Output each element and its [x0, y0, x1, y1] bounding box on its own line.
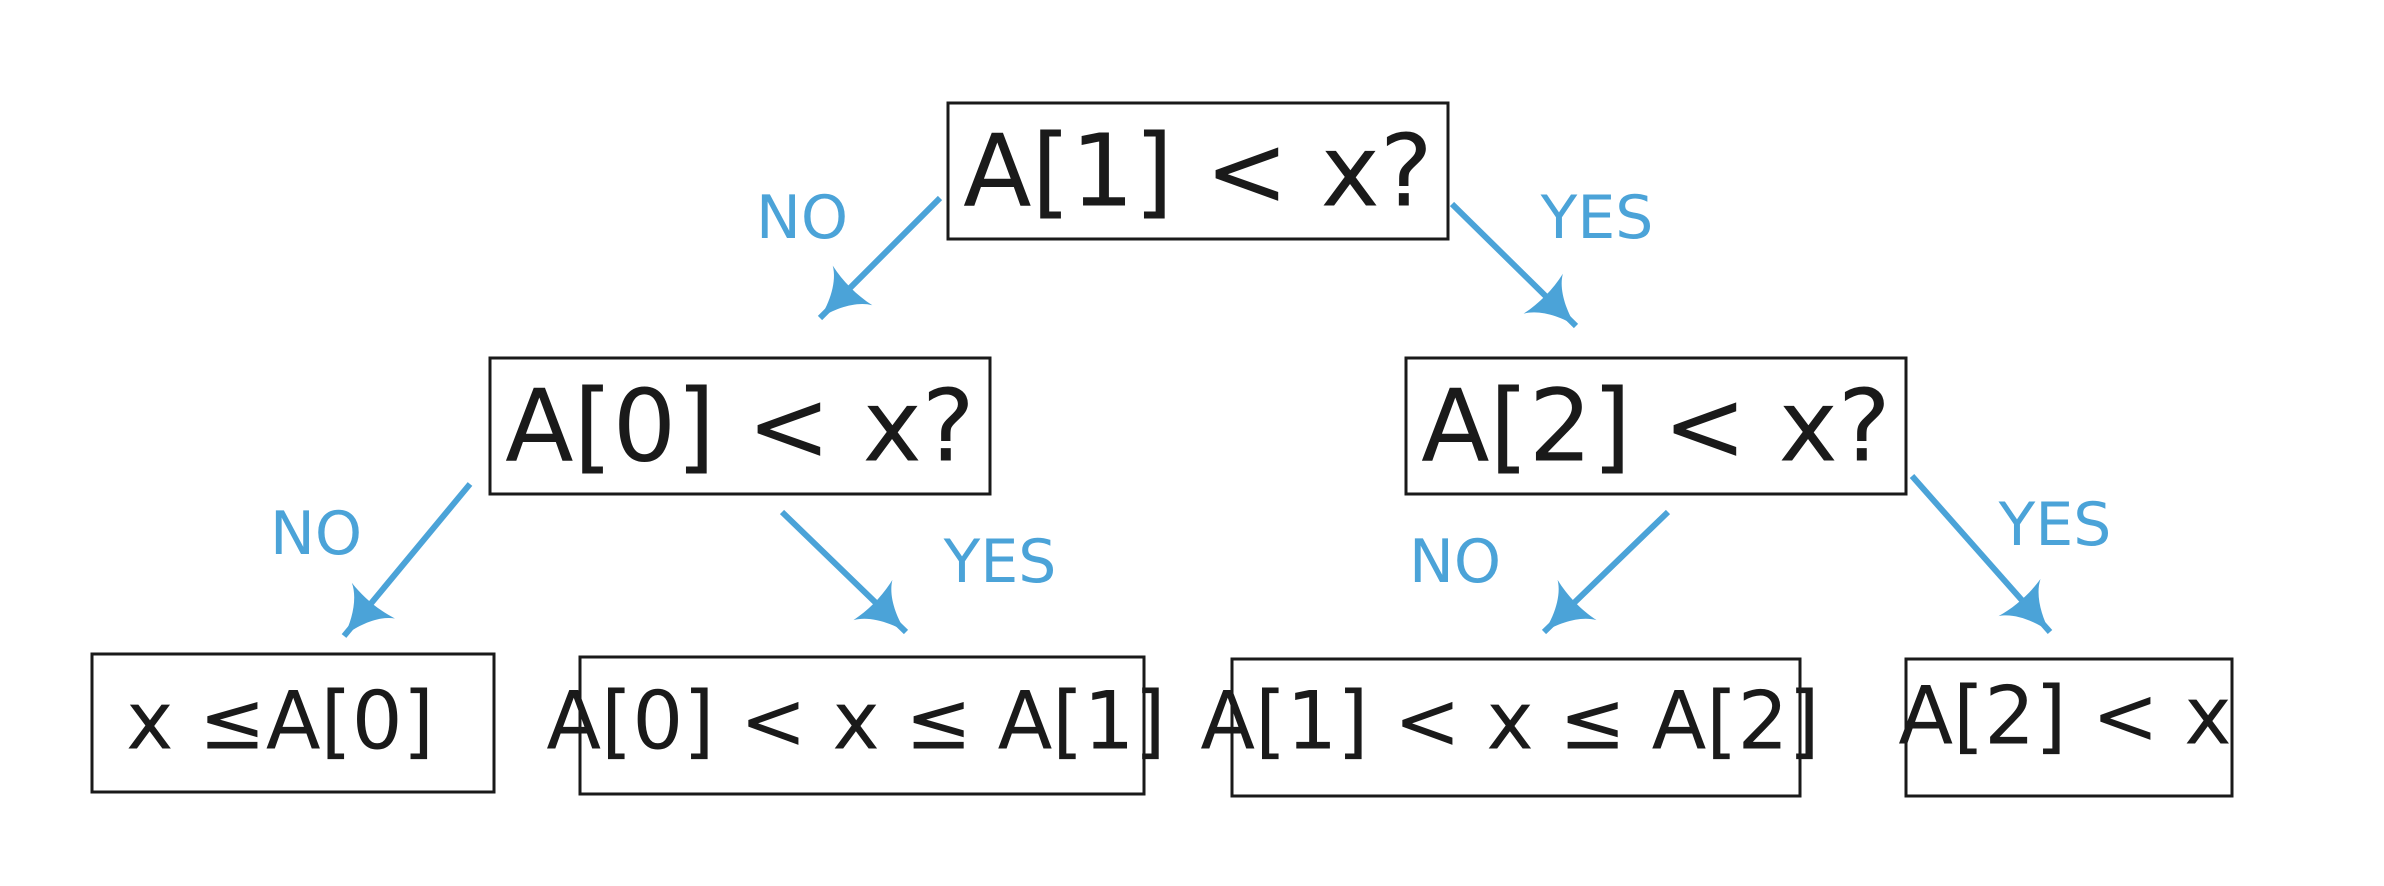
- edge-line-left-leaf1: [341, 482, 473, 638]
- edge-label-left-leaf2: YES: [943, 527, 1057, 597]
- edge-line-root-right: [1449, 201, 1579, 329]
- edge-left-leaf1: NO: [270, 482, 473, 638]
- edge-label-left-leaf1: NO: [270, 499, 362, 569]
- node-leaf3: A[1] < x ≤ A[2]: [1200, 657, 1820, 798]
- node-right-box: [1404, 356, 1908, 496]
- node-right-label: A[2] < x?: [1421, 368, 1891, 485]
- node-left-box: [488, 356, 992, 496]
- node-leaf2: A[0] < x ≤ A[1]: [546, 655, 1166, 796]
- edge-label-right-leaf4: YES: [1998, 490, 2112, 560]
- edge-left-leaf2: YES: [779, 509, 1057, 635]
- node-leaf2-box: [578, 655, 1146, 796]
- node-left: A[0] < x?: [488, 356, 992, 496]
- edge-label-right-leaf3: NO: [1409, 527, 1501, 597]
- edge-right-leaf3: NO: [1409, 509, 1671, 635]
- node-left-label: A[0] < x?: [505, 368, 975, 485]
- edge-line-right-leaf3: [1541, 509, 1671, 635]
- edge-label-root-left: NO: [756, 183, 848, 253]
- edge-label-root-right: YES: [1540, 183, 1654, 253]
- node-leaf1: x ≤A[0]: [90, 652, 496, 794]
- edge-line-left-leaf2: [779, 509, 909, 635]
- node-right: A[2] < x?: [1404, 356, 1908, 496]
- node-leaf4: A[2] < x: [1898, 657, 2234, 798]
- node-leaf4-label: A[2] < x: [1898, 670, 2231, 763]
- edge-line-right-leaf4: [1909, 474, 2053, 634]
- node-leaf1-box: [90, 652, 496, 794]
- node-leaf1-label: x ≤A[0]: [126, 675, 434, 768]
- edge-root-left: NO: [756, 183, 943, 321]
- edge-root-right: YES: [1449, 183, 1654, 329]
- node-leaf3-label: A[1] < x ≤ A[2]: [1200, 675, 1819, 768]
- edge-line-root-left: [817, 195, 943, 321]
- node-leaf4-box: [1904, 657, 2234, 798]
- node-root-label: A[1] < x?: [963, 113, 1433, 230]
- node-root: A[1] < x?: [946, 101, 1450, 241]
- node-root-box: [946, 101, 1450, 241]
- edge-right-leaf4: YES: [1909, 474, 2112, 634]
- node-leaf3-box: [1230, 657, 1802, 798]
- node-leaf2-label: A[0] < x ≤ A[1]: [546, 675, 1165, 768]
